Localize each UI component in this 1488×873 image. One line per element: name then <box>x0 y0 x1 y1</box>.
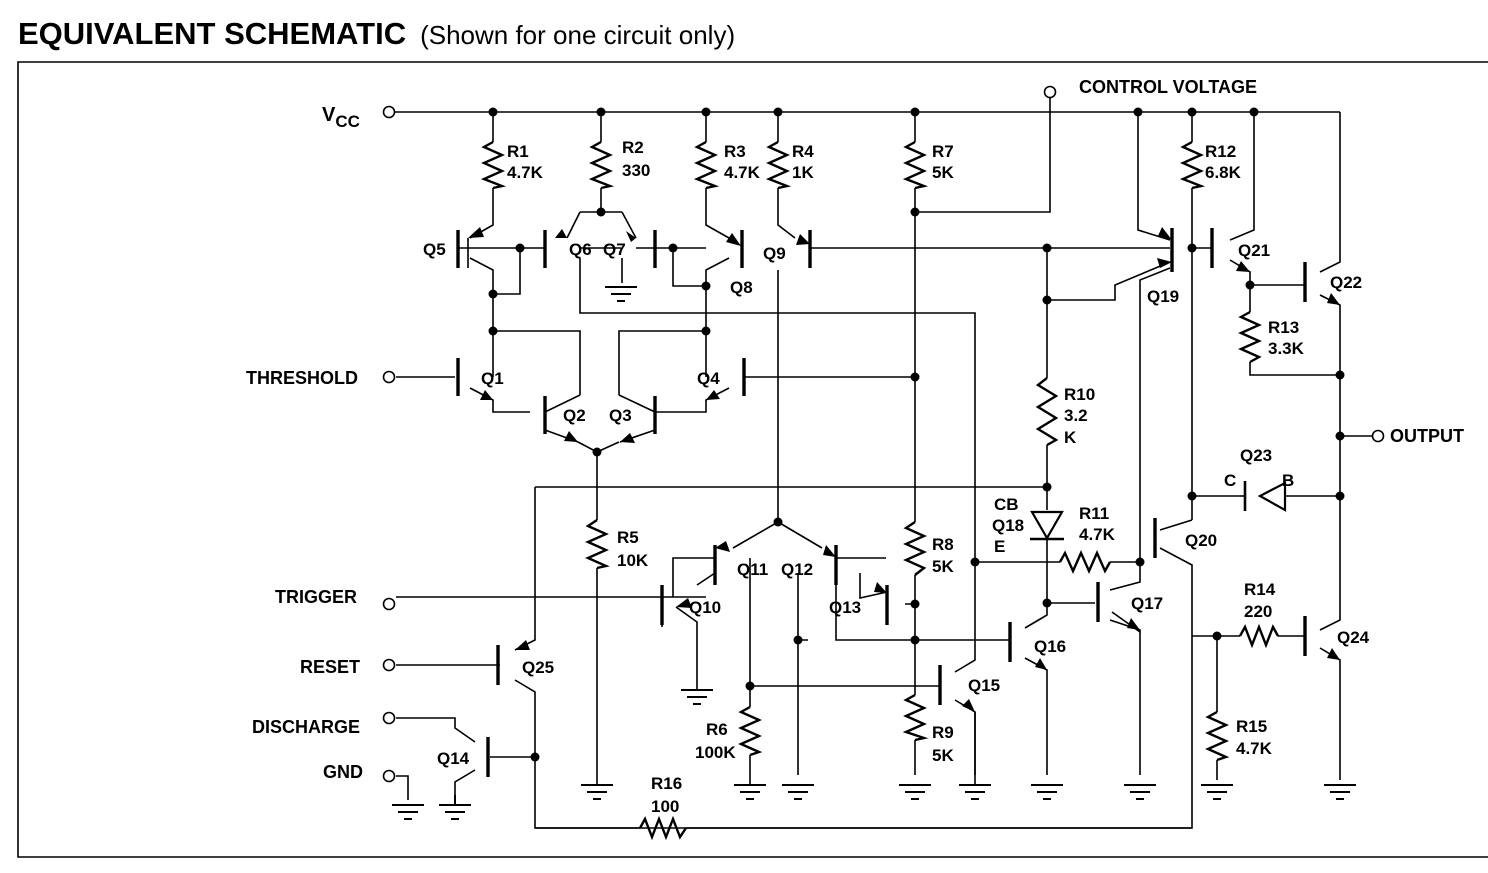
r9-value: 5K <box>932 746 954 765</box>
page-subtitle: (Shown for one circuit only) <box>420 20 736 50</box>
gnd-label: GND <box>323 762 363 782</box>
q12-label: Q12 <box>781 560 813 579</box>
r9-name: R9 <box>932 723 954 742</box>
r14-name: R14 <box>1244 580 1276 599</box>
q21-label: Q21 <box>1238 241 1270 260</box>
r5-value: 10K <box>617 551 649 570</box>
q10-label: Q10 <box>689 598 721 617</box>
q23-c-label: C <box>1224 471 1236 490</box>
ground-symbols <box>392 286 1356 820</box>
r5-name: R5 <box>617 528 639 547</box>
threshold-label: THRESHOLD <box>246 368 358 388</box>
page-title: EQUIVALENT SCHEMATIC <box>18 16 407 51</box>
emitter-arrows <box>468 227 1340 712</box>
control-voltage-label: CONTROL VOLTAGE <box>1079 77 1257 97</box>
output-label: OUTPUT <box>1390 426 1464 446</box>
q24-label: Q24 <box>1337 628 1370 647</box>
q22-label: Q22 <box>1330 273 1362 292</box>
r6-value: 100K <box>695 743 736 762</box>
r2-value: 330 <box>622 161 650 180</box>
r3-value: 4.7K <box>724 163 761 182</box>
r8-value: 5K <box>932 557 954 576</box>
r4-value: 1K <box>792 163 814 182</box>
q17-label: Q17 <box>1131 594 1163 613</box>
r13-value: 3.3K <box>1268 339 1305 358</box>
frame-border <box>17 61 1488 858</box>
q23-label: Q23 <box>1240 446 1272 465</box>
q14-label: Q14 <box>437 749 470 768</box>
r14-value: 220 <box>1244 602 1272 621</box>
q4-label: Q4 <box>697 369 720 388</box>
resistor-symbols <box>480 140 1280 841</box>
q23-b-label: B <box>1282 471 1294 490</box>
r13-name: R13 <box>1268 318 1299 337</box>
r12-name: R12 <box>1205 142 1236 161</box>
r8-name: R8 <box>932 535 954 554</box>
r11-name: R11 <box>1079 504 1109 523</box>
junction-dots <box>488 107 1345 762</box>
pin-labels: VCC CONTROL VOLTAGE THRESHOLD TRIGGER RE… <box>246 77 1464 782</box>
wires <box>394 98 1372 829</box>
trigger-label: TRIGGER <box>275 587 357 607</box>
q15-label: Q15 <box>968 676 1000 695</box>
transistor-bars <box>456 228 1307 777</box>
reset-label: RESET <box>300 657 360 677</box>
vcc-label: VCC <box>322 104 360 131</box>
r16-value: 100 <box>651 797 679 816</box>
r1-name: R1 <box>507 142 529 161</box>
r1-value: 4.7K <box>507 163 544 182</box>
r10-value-1: 3.2 <box>1064 406 1088 425</box>
q18-e-label: E <box>994 537 1005 556</box>
title-row: EQUIVALENT SCHEMATIC (Shown for one circu… <box>18 16 735 56</box>
q18-cb-label: CB <box>994 495 1019 514</box>
q5-label: Q5 <box>423 240 446 259</box>
r16-name: R16 <box>651 774 682 793</box>
r12-value: 6.8K <box>1205 163 1242 182</box>
q6-label: Q6 <box>569 240 592 259</box>
q11-label: Q11 <box>737 560 768 579</box>
transistor-labels: Q5 Q6 Q7 Q8 Q9 Q19 Q21 Q22 Q1 Q2 Q3 Q4 Q… <box>423 240 1370 768</box>
q20-label: Q20 <box>1185 531 1217 550</box>
r7-value: 5K <box>932 163 954 182</box>
r3-name: R3 <box>724 142 746 161</box>
q2-label: Q2 <box>563 406 586 425</box>
discharge-label: DISCHARGE <box>252 717 360 737</box>
r6-name: R6 <box>706 720 728 739</box>
pin-terminals <box>382 85 1385 783</box>
diodes <box>1030 481 1287 541</box>
resistor-labels: R1 4.7K R2 330 R3 4.7K R4 1K R7 5K R12 6… <box>507 138 1305 816</box>
r7-name: R7 <box>932 142 954 161</box>
r11-value: 4.7K <box>1079 525 1116 544</box>
r4-name: R4 <box>792 142 814 161</box>
r2-name: R2 <box>622 138 644 157</box>
q19-label: Q19 <box>1147 287 1179 306</box>
r10-name: R10 <box>1064 385 1095 404</box>
q1-label: Q1 <box>481 369 504 388</box>
q13-label: Q13 <box>829 598 861 617</box>
r15-value: 4.7K <box>1236 739 1273 758</box>
q3-label: Q3 <box>609 406 632 425</box>
q16-label: Q16 <box>1034 637 1066 656</box>
r10-value-2: K <box>1064 428 1077 447</box>
r15-name: R15 <box>1236 717 1267 736</box>
q8-label: Q8 <box>730 278 753 297</box>
q18-label: Q18 <box>992 516 1024 535</box>
q9-label: Q9 <box>763 244 786 263</box>
q25-label: Q25 <box>522 658 554 677</box>
q7-label: Q7 <box>603 240 626 259</box>
